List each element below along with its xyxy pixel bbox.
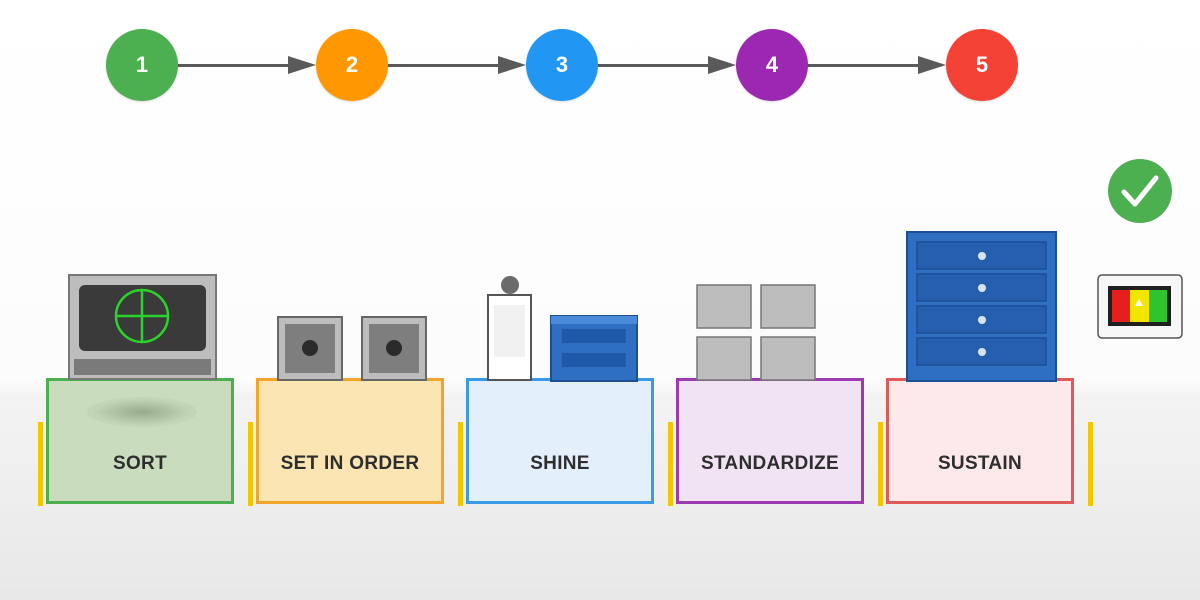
- zone-shine: SHINE: [466, 378, 654, 504]
- divider-post: [38, 422, 43, 506]
- step-number: 5: [975, 52, 989, 77]
- storage-bin-icon: [550, 315, 638, 382]
- step-circle-1: 1: [106, 29, 178, 101]
- zone-label: SUSTAIN: [937, 453, 1023, 474]
- step-flow: 1 2 3 4 5: [0, 0, 1200, 130]
- step-number: 2: [345, 52, 359, 77]
- zone-sustain: SUSTAIN: [886, 378, 1074, 504]
- step-circle-5: 5: [946, 29, 1018, 101]
- spray-bottle-icon: [487, 276, 532, 381]
- zone-label: STANDARDIZE: [700, 453, 840, 474]
- divider-post: [458, 422, 463, 506]
- divider-post: [1088, 422, 1093, 506]
- monitor-icon: [68, 274, 217, 380]
- status-display-icon: [1097, 274, 1183, 339]
- connector-3-4: [598, 64, 710, 67]
- zone-standardize: STANDARDIZE: [676, 378, 864, 504]
- crosshair-icon: [114, 288, 170, 344]
- speaker-box-icon: [361, 316, 427, 381]
- divider-post: [668, 422, 673, 506]
- zone-label: SORT: [113, 453, 167, 474]
- step-circle-2: 2: [316, 29, 388, 101]
- grid-icon: [696, 284, 816, 381]
- connector-4-5: [808, 64, 920, 67]
- zone-sort: SORT: [46, 378, 234, 504]
- step-circle-4: 4: [736, 29, 808, 101]
- arrow-head-icon: [498, 56, 526, 74]
- shadow: [87, 397, 197, 427]
- arrow-head-icon: [288, 56, 316, 74]
- divider-post: [248, 422, 253, 506]
- step-number: 4: [765, 52, 779, 77]
- filing-cabinet-icon: [906, 231, 1057, 382]
- arrow-head-icon: [918, 56, 946, 74]
- checkmark-icon: [1108, 159, 1172, 223]
- divider-post: [878, 422, 883, 506]
- zone-set-in-order: SET IN ORDER: [256, 378, 444, 504]
- step-circle-3: 3: [526, 29, 598, 101]
- connector-2-3: [388, 64, 500, 67]
- step-number: 1: [135, 52, 149, 77]
- speaker-box-icon: [277, 316, 343, 381]
- zone-label: SET IN ORDER: [280, 453, 420, 474]
- connector-1-2: [178, 64, 290, 67]
- zone-label: SHINE: [530, 453, 590, 474]
- arrow-head-icon: [708, 56, 736, 74]
- step-number: 3: [555, 52, 569, 77]
